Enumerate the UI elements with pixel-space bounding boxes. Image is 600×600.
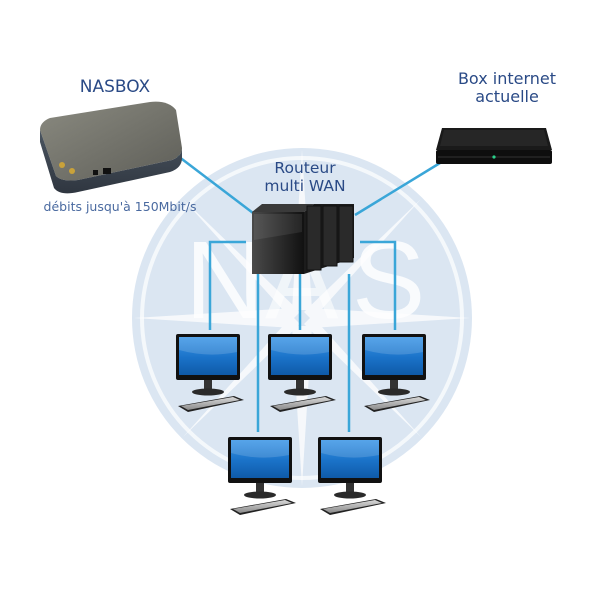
internet-box-icon	[436, 128, 552, 164]
watermark-letter-s: S	[352, 219, 425, 342]
watermark-letter-n: N	[185, 219, 264, 342]
cable-router-pc-1	[208, 240, 246, 330]
internet-box-label-line-1: Box internet	[457, 69, 557, 88]
cable-nasbox-router	[169, 149, 254, 214]
router-tower-icon	[252, 204, 354, 274]
nas-box-icon	[40, 101, 182, 194]
cables	[169, 149, 441, 432]
cable-router-pc-3	[360, 240, 397, 330]
router-label-line-2: multi WAN	[264, 176, 346, 195]
internet-box-label-line-2: actuelle	[475, 87, 539, 107]
desktop-computer-icon	[318, 437, 386, 515]
internet-box-label: Box internet actuelle	[432, 69, 582, 107]
cable-box-router	[354, 161, 441, 217]
nasbox-speed-caption: débits jusqu'à 150Mbit/s	[43, 199, 197, 214]
router-label: Routeur multi WAN	[250, 159, 360, 196]
nasbox-label: NASBOX	[79, 77, 151, 97]
desktop-computer-icon	[228, 437, 296, 515]
router-label-line-1: Routeur	[274, 159, 336, 177]
